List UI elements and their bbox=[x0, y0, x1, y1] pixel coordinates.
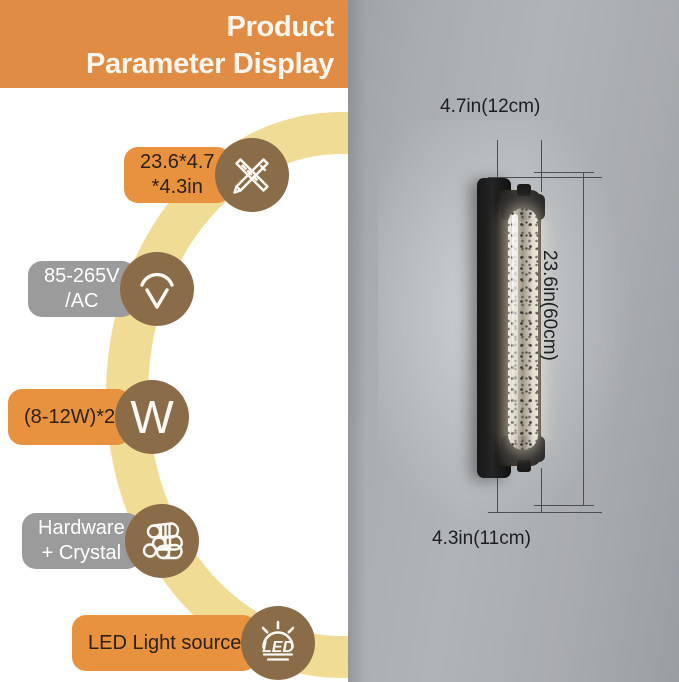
spec-item-material: Hardware + Crystal bbox=[22, 504, 199, 578]
tube-highlight bbox=[512, 214, 518, 444]
spec-item-light-source: LED Light source LED bbox=[72, 606, 316, 680]
ruler-pencil-icon-svg bbox=[232, 158, 269, 194]
ruler-pencil-icon bbox=[214, 138, 289, 212]
page-title-banner: Product Parameter Display bbox=[0, 0, 348, 88]
spec-label-wattage-line1: (8-12W)*2 bbox=[24, 405, 116, 428]
spec-label-wattage: (8-12W)*2 bbox=[8, 389, 132, 445]
spec-label-dimensions-line1: 23.6*4.7 bbox=[140, 151, 215, 173]
lamp-knob-top bbox=[517, 184, 531, 196]
spec-label-voltage-line2: /AC bbox=[65, 290, 99, 312]
dim-tick-right-bottom bbox=[534, 505, 594, 506]
dim-line-top-width bbox=[488, 177, 602, 178]
spec-label-dimensions-line2: *4.3in bbox=[151, 176, 203, 198]
spec-item-voltage: 85-265V /AC bbox=[28, 252, 194, 326]
watt-icon-letter: W bbox=[130, 391, 174, 443]
parameter-panel: Product Parameter Display 23.6*4.7 *4.3i… bbox=[0, 0, 348, 682]
led-sun-icon-svg: LED bbox=[262, 620, 295, 661]
spec-label-material-line2: + Crystal bbox=[41, 542, 122, 564]
dim-tick-bottom-right bbox=[541, 468, 542, 512]
led-sun-icon: LED bbox=[241, 606, 316, 680]
crystal-bubble-tube bbox=[508, 208, 538, 450]
page-title-line1: Product bbox=[226, 11, 335, 43]
spec-label-light-source: LED Light source bbox=[72, 615, 258, 671]
product-photo-panel: 4.7in(12cm) 23.6in(60cm) 4.3in(11cm) bbox=[348, 0, 679, 682]
page-title-line2: Parameter Display bbox=[86, 48, 334, 80]
dimension-label-depth: 4.3in(11cm) bbox=[432, 528, 531, 549]
spec-label-material: Hardware + Crystal bbox=[22, 513, 141, 569]
spec-item-wattage: (8-12W)*2 W bbox=[8, 380, 190, 454]
dim-tick-top-left bbox=[497, 140, 498, 192]
spec-label-material-line1: Hardware bbox=[38, 517, 125, 539]
voltage-icon-svg bbox=[139, 272, 174, 309]
spec-label-voltage-line1: 85-265V bbox=[44, 265, 120, 287]
material-logs-icon-svg bbox=[142, 522, 183, 560]
wall-sconce-lamp bbox=[473, 178, 555, 478]
watt-icon: W bbox=[115, 380, 190, 454]
spec-label-light-source-line1: LED Light source bbox=[88, 631, 242, 654]
dim-tick-bottom-left bbox=[497, 468, 498, 512]
spec-label-voltage: 85-265V /AC bbox=[28, 261, 136, 317]
lamp-knob-bottom bbox=[517, 460, 531, 472]
wall-seam bbox=[348, 0, 366, 682]
dimension-label-width: 4.7in(12cm) bbox=[440, 96, 541, 117]
svg-text:LED: LED bbox=[262, 639, 294, 656]
spec-label-dimensions: 23.6*4.7 *4.3in bbox=[124, 147, 231, 203]
voltage-icon bbox=[119, 252, 194, 326]
dimension-label-height: 23.6in(60cm) bbox=[539, 250, 560, 361]
spec-item-dimensions: 23.6*4.7 *4.3in bbox=[124, 138, 289, 212]
dim-line-bottom-depth bbox=[488, 512, 602, 513]
dim-tick-top-right bbox=[541, 140, 542, 192]
dim-line-right-height bbox=[583, 172, 584, 506]
material-logs-icon bbox=[124, 504, 199, 578]
dim-tick-right-top bbox=[534, 172, 594, 173]
